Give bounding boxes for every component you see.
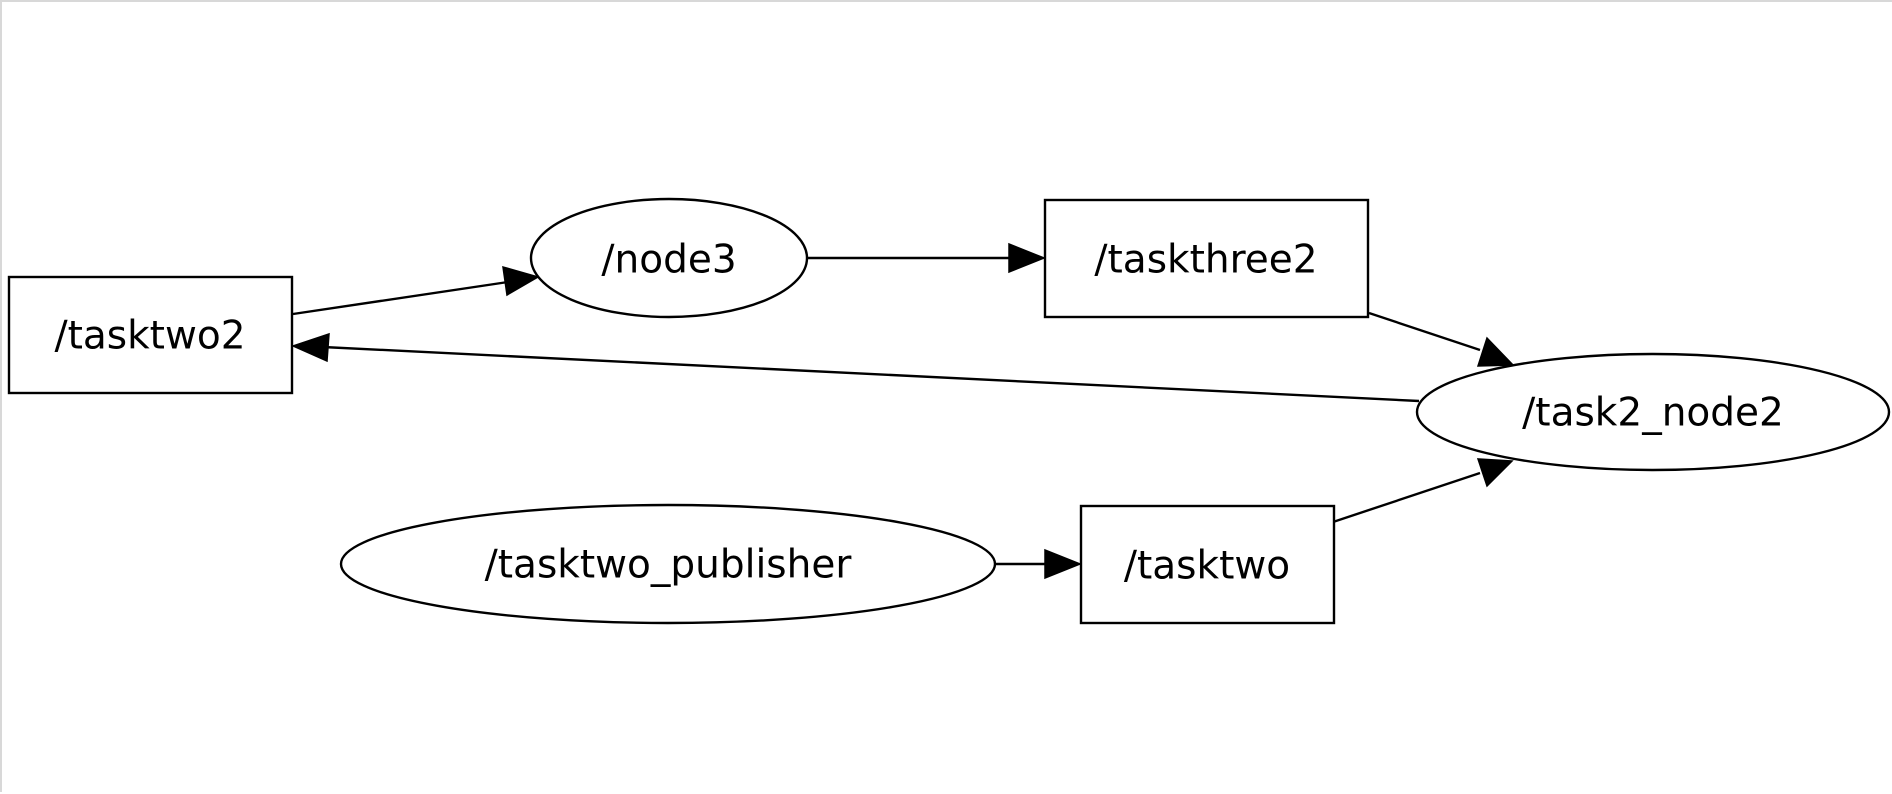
edge-task2-node2-to-tasktwo2 [290, 332, 1420, 403]
edge-node3-to-taskthree2 [808, 242, 1047, 274]
node-tasktwo2-box [7, 275, 294, 395]
node-node3[interactable]: /node3 [529, 197, 809, 319]
node-tasktwo-publisher[interactable]: /tasktwo_publisher [339, 503, 997, 625]
edges-layer [290, 242, 1515, 580]
node-task2-node2-ellipse [1415, 352, 1891, 472]
node-node3-label: /node3 [601, 238, 736, 283]
node-tasktwo-publisher-ellipse [339, 503, 997, 625]
edge-tasktwo-to-task2-node2 [1332, 458, 1514, 524]
node-tasktwo-box [1079, 504, 1336, 625]
node-taskthree2[interactable]: /taskthree2 [1043, 198, 1370, 319]
node-task2-node2-label: /task2_node2 [1522, 391, 1784, 436]
nodes-layer: /tasktwo2 /node3 /taskthree2 /task2_node… [7, 197, 1891, 625]
edge-tasktwo-publisher-to-tasktwo [996, 548, 1083, 580]
node-node3-ellipse [529, 197, 809, 319]
node-taskthree2-box [1043, 198, 1370, 319]
node-tasktwo-label: /tasktwo [1124, 544, 1290, 589]
node-task2-node2[interactable]: /task2_node2 [1415, 352, 1891, 472]
edge-tasktwo2-to-node3 [292, 265, 540, 316]
node-tasktwo-publisher-label: /tasktwo_publisher [485, 543, 853, 588]
node-taskthree2-label: /taskthree2 [1094, 238, 1317, 283]
node-tasktwo2[interactable]: /tasktwo2 [7, 275, 294, 395]
node-tasktwo2-label: /tasktwo2 [54, 314, 245, 359]
node-tasktwo[interactable]: /tasktwo [1079, 504, 1336, 625]
edge-taskthree2-to-task2-node2 [1368, 311, 1515, 367]
